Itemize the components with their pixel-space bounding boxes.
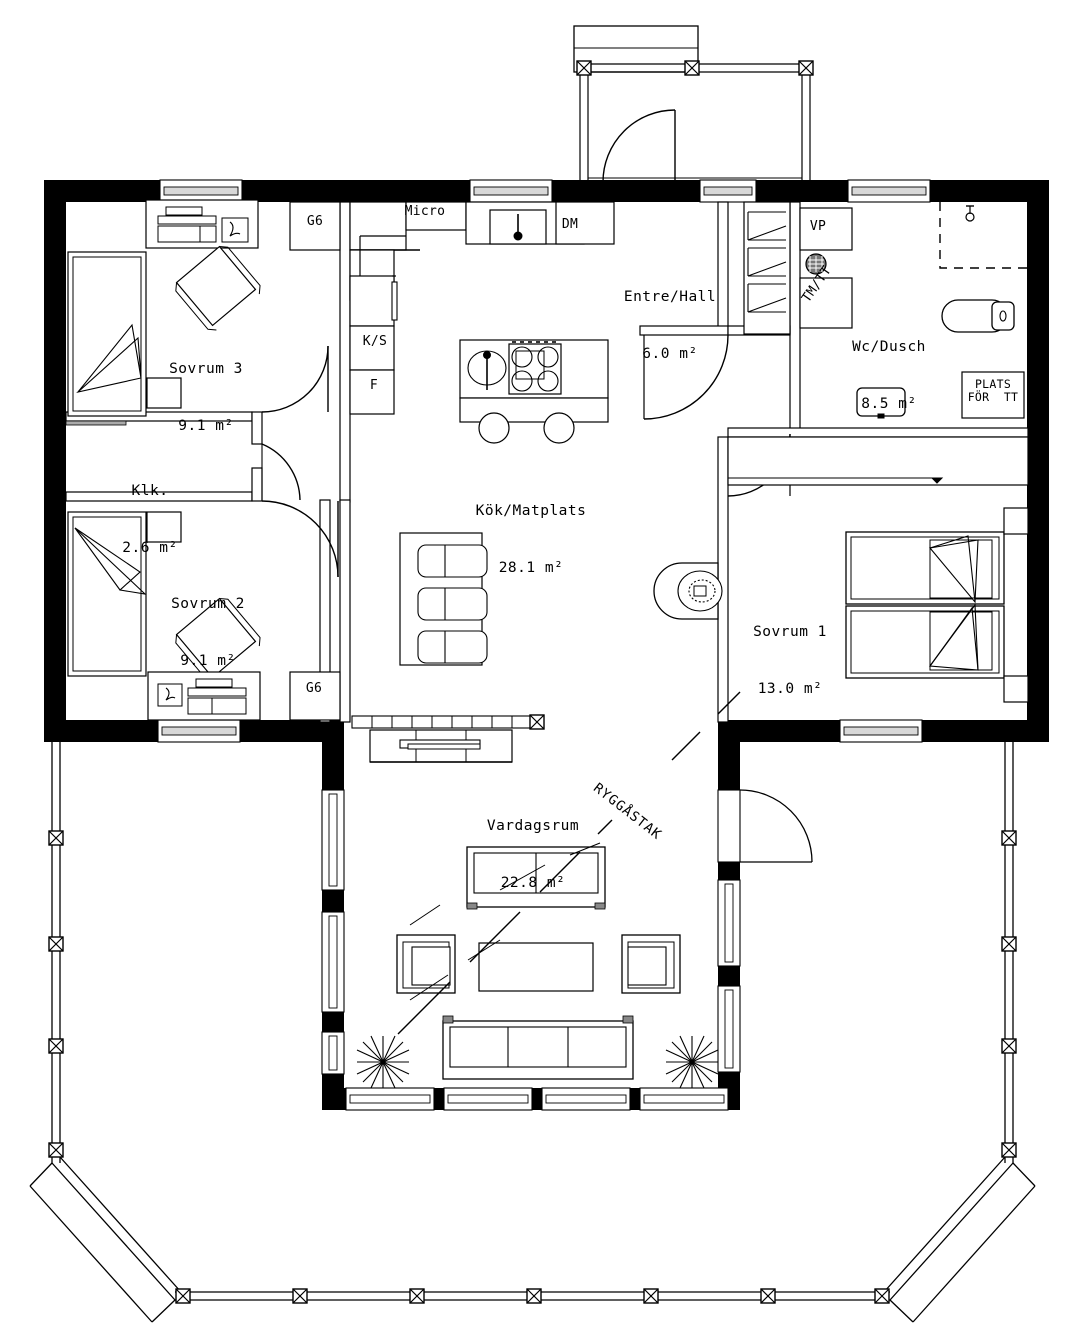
sovrum2-furniture [67,511,341,721]
room-area: 6.0 m² [642,345,698,362]
entry-porch [573,25,811,187]
room-label-vardagsrum: Vardagsrum 22.8 m² [453,779,613,912]
fixture-tag-fridge: F [369,378,379,393]
room-label-entre-hall: Entre/Hall 6.0 m² [592,250,748,383]
room-label-klk: Klk. 2.6 m² [80,444,220,577]
sovrum1-furniture [845,507,1029,703]
kitchen-fittings [349,201,615,415]
room-area: 9.1 m² [180,652,236,669]
room-name: Entre/Hall [623,289,717,306]
terrace-door[interactable] [717,789,813,863]
fixture-tag-g6-bottom: G6 [305,681,323,696]
room-area: 8.5 m² [861,395,917,412]
fixture-tag-plats-for-tt: PLATS FÖR TT [967,377,1019,405]
room-name: Wc/Dusch [852,339,926,356]
wood-stove [653,562,723,620]
vardagsrum-furniture [351,714,681,1080]
room-label-wc-dusch: Wc/Dusch 8.5 m² [819,300,959,433]
klk-fittings [65,420,127,426]
room-area: 22.8 m² [500,874,566,891]
room-name: Kök/Matplats [475,503,587,520]
room-name: Sovrum 1 [753,624,827,641]
room-area: 9.1 m² [178,417,234,434]
interior-doors[interactable] [261,334,791,578]
room-label-sovrum3: Sovrum 3 9.1 m² [136,322,276,455]
room-label-sovrum1: Sovrum 1 13.0 m² [720,585,860,718]
room-label-kok-matplats: Kök/Matplats 28.1 m² [441,464,621,597]
hall-closet [743,201,791,335]
room-name: Sovrum 3 [169,361,243,378]
windows [157,179,931,1111]
room-area: 2.6 m² [122,539,178,556]
fixture-tag-g6-top: G6 [306,214,324,229]
wc-fittings [727,202,1029,486]
fixture-tag-dm: DM [561,217,579,232]
kitchen-island [459,339,609,444]
fixture-tag-vp: VP [809,219,827,234]
potted-plants [356,1035,719,1089]
dining-set [399,532,488,666]
room-name: Klk. [131,483,169,500]
ryggastak-line [397,691,741,1035]
room-area: 28.1 m² [498,559,564,576]
room-name: Vardagsrum [486,818,580,835]
room-name: Sovrum 2 [171,596,245,613]
sovrum3-furniture [67,199,261,417]
fixture-tag-ks: K/S [362,334,388,349]
sovrum3-wardrobe [289,201,341,251]
entry-door[interactable] [602,109,676,183]
room-area: 13.0 m² [757,680,823,697]
fixture-tag-micro: Micro [404,204,446,219]
room-label-sovrum2: Sovrum 2 9.1 m² [138,557,278,690]
